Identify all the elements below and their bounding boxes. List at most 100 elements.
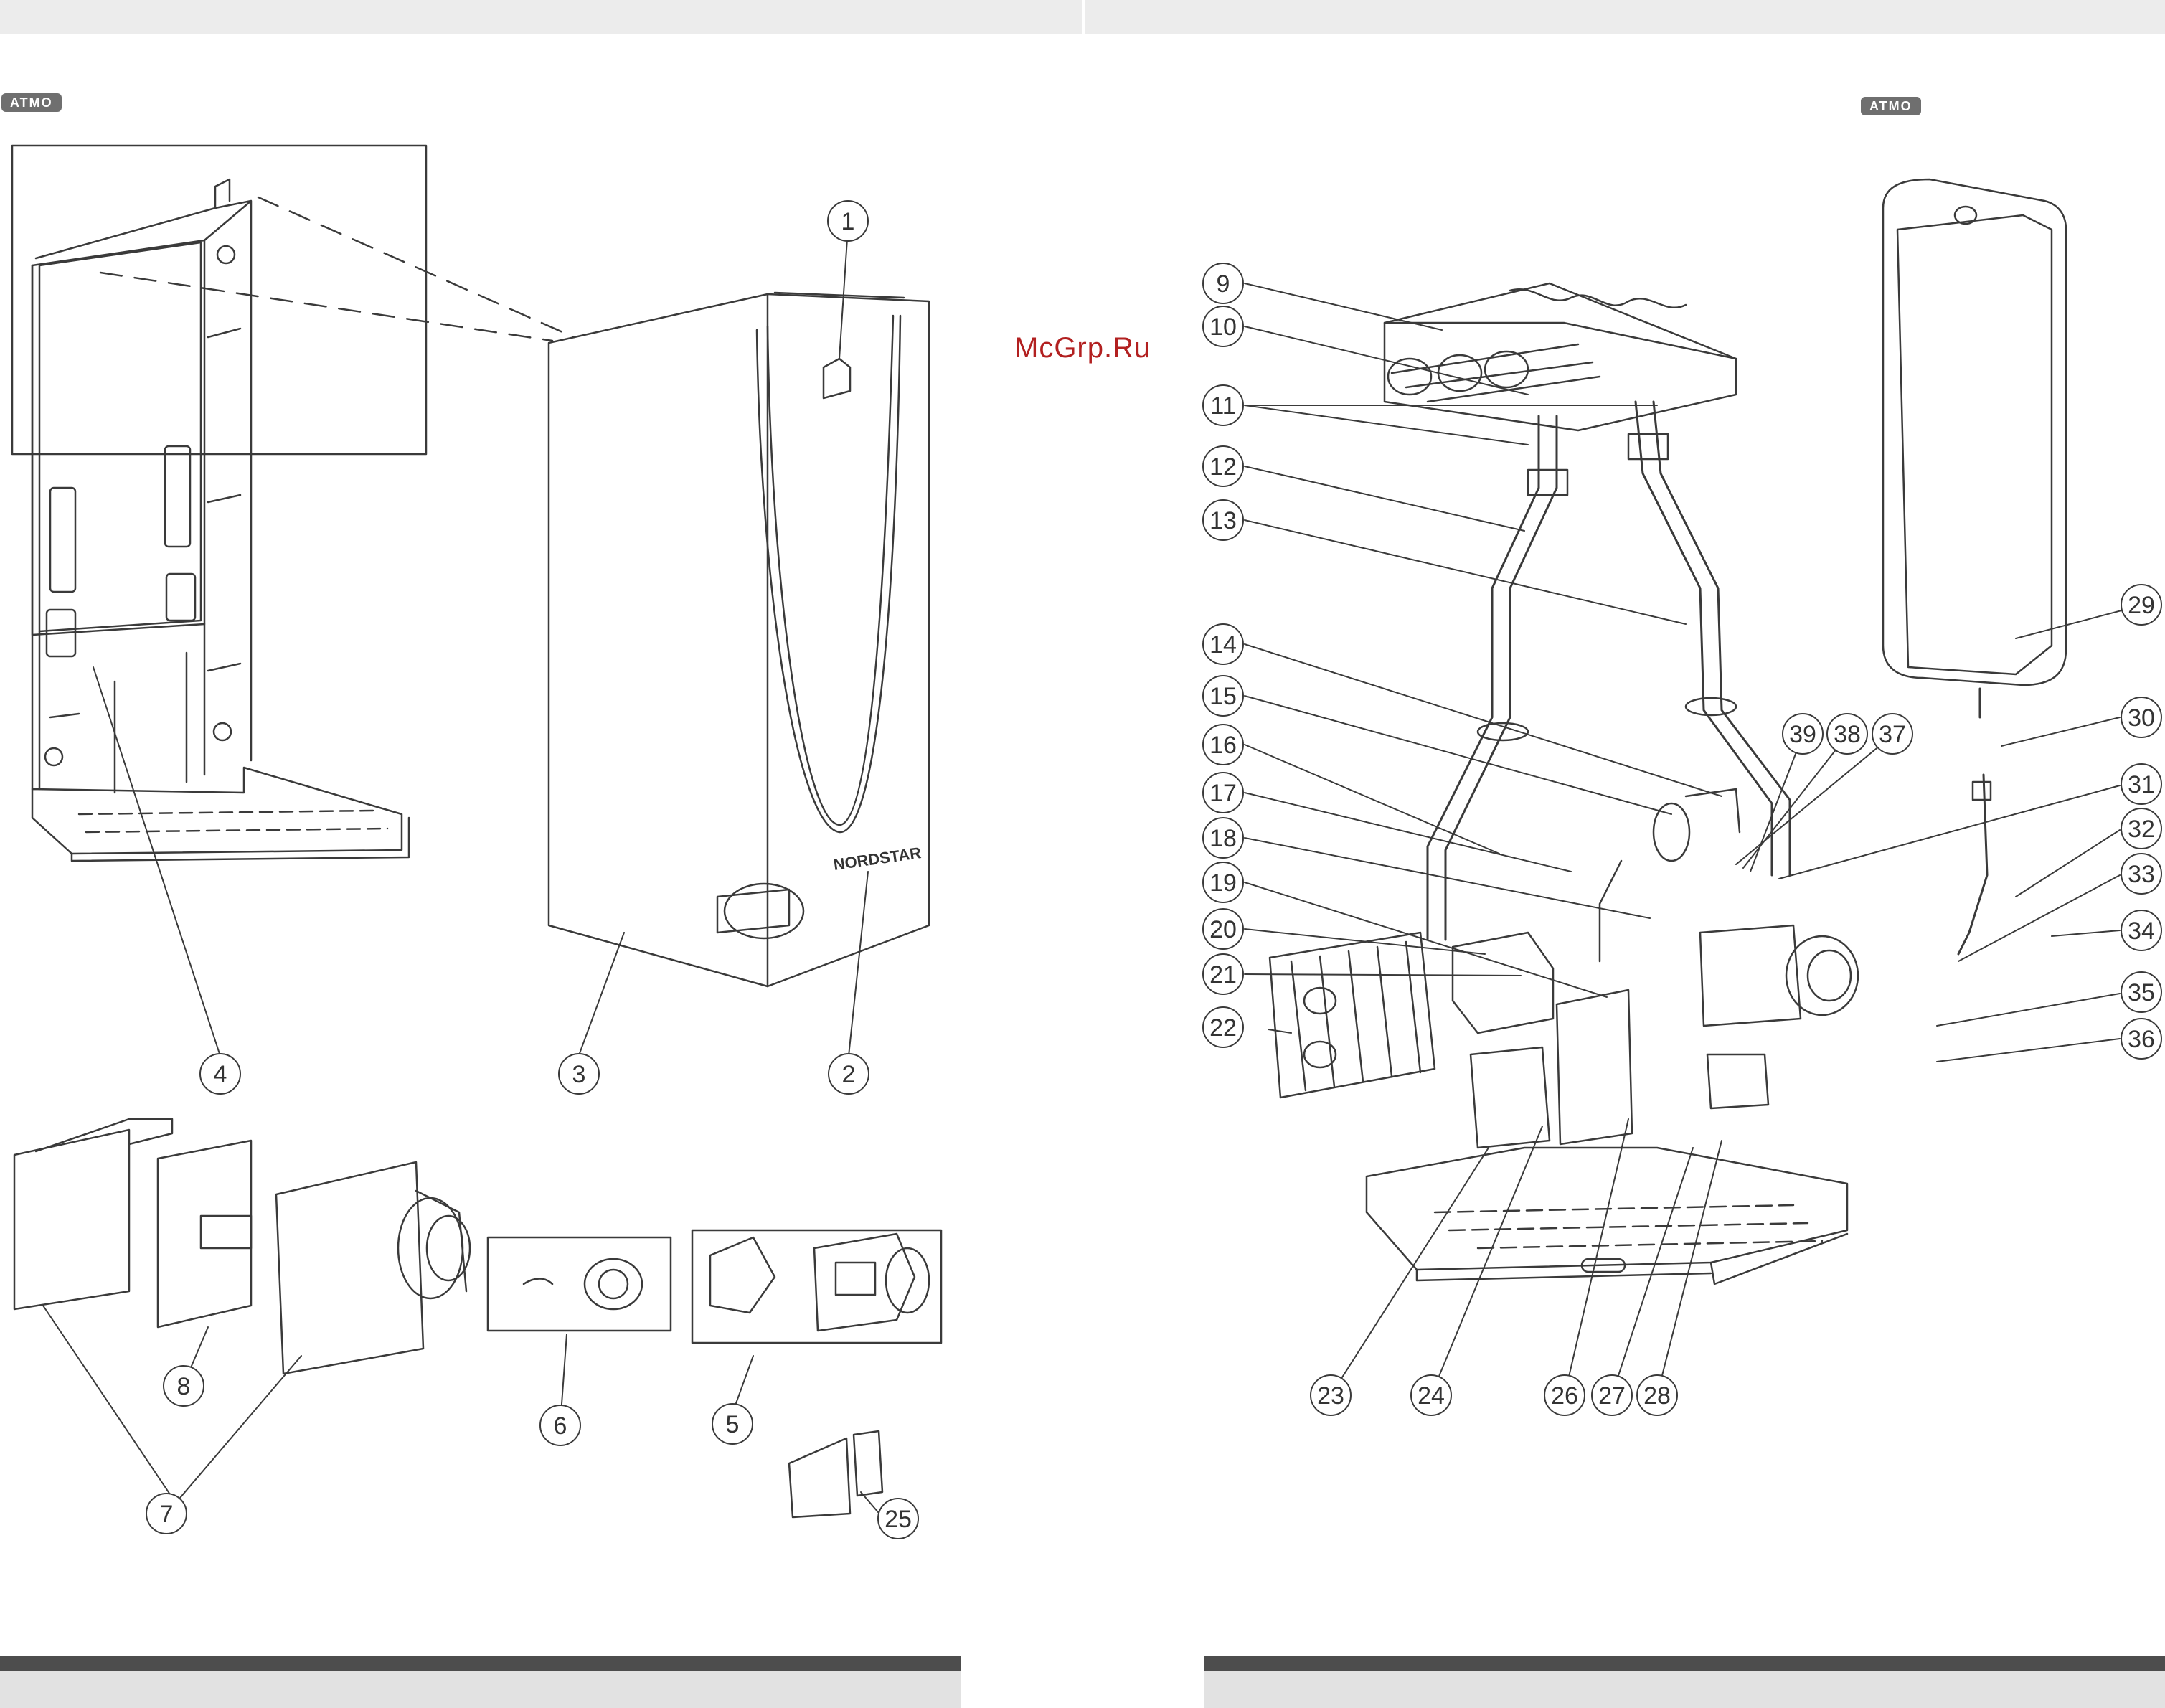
callout-8: 8 [164, 1366, 204, 1406]
svg-text:30: 30 [2128, 704, 2155, 732]
callout-10: 10 [1203, 306, 1243, 346]
svg-text:29: 29 [2128, 592, 2155, 619]
svg-text:22: 22 [1209, 1014, 1237, 1042]
callout-12: 12 [1203, 446, 1243, 486]
svg-text:13: 13 [1209, 507, 1237, 534]
pipes [1428, 402, 1790, 940]
display-module-25 [789, 1431, 882, 1517]
callout-22: 22 [1203, 1007, 1243, 1047]
svg-text:20: 20 [1209, 916, 1237, 943]
callout-19: 19 [1203, 862, 1243, 902]
svg-text:37: 37 [1879, 721, 1906, 748]
callout-28: 28 [1637, 1375, 1677, 1415]
callout-33: 33 [2121, 854, 2161, 894]
panel-box-6 [488, 1237, 671, 1331]
svg-text:5: 5 [726, 1411, 740, 1438]
callout-30: 30 [2121, 697, 2161, 737]
svg-text:15: 15 [1209, 683, 1237, 710]
svg-text:38: 38 [1834, 721, 1861, 748]
callout-2: 2 [829, 1054, 869, 1094]
callout-32: 32 [2121, 808, 2161, 849]
callout-37: 37 [1872, 714, 1912, 754]
callout-1: 1 [828, 201, 868, 241]
callout-26: 26 [1544, 1375, 1585, 1415]
svg-text:8: 8 [177, 1373, 191, 1400]
logo-window [717, 890, 789, 933]
callout-23: 23 [1311, 1375, 1351, 1415]
svg-text:4: 4 [214, 1061, 227, 1088]
callout-25: 25 [878, 1499, 918, 1539]
callout-21: 21 [1203, 954, 1243, 994]
callout-16: 16 [1203, 725, 1243, 765]
callout-34: 34 [2121, 910, 2161, 950]
display-box-5 [692, 1230, 941, 1343]
svg-text:36: 36 [2128, 1026, 2155, 1053]
svg-text:28: 28 [1643, 1382, 1671, 1410]
svg-text:18: 18 [1209, 825, 1237, 852]
svg-text:12: 12 [1209, 453, 1237, 481]
callout-38: 38 [1827, 714, 1867, 754]
callout-5: 5 [712, 1404, 753, 1444]
rear-frame [12, 146, 574, 861]
svg-text:16: 16 [1209, 732, 1237, 759]
callout-29: 29 [2121, 585, 2161, 625]
callout-31: 31 [2121, 764, 2161, 804]
callout-6: 6 [540, 1405, 580, 1445]
casing-curve [757, 316, 900, 832]
control-housing [14, 1119, 470, 1374]
svg-text:25: 25 [885, 1506, 912, 1533]
footer-bar-right-dark [1204, 1656, 2165, 1671]
svg-text:35: 35 [2128, 979, 2155, 1006]
plate-heat-exchanger [1270, 933, 1435, 1098]
svg-text:10: 10 [1209, 313, 1237, 341]
callout-39: 39 [1783, 714, 1823, 754]
callout-18: 18 [1203, 818, 1243, 858]
svg-text:21: 21 [1209, 961, 1237, 989]
rear-frame-box [12, 146, 426, 454]
callout-20: 20 [1203, 909, 1243, 949]
callout-36: 36 [2121, 1019, 2161, 1059]
callout-7: 7 [146, 1494, 187, 1534]
callout-markers: 1 2 3 4 5 6 7 8 9 10 11 12 13 14 15 16 1… [146, 201, 2161, 1539]
callout-3: 3 [559, 1054, 599, 1094]
footer-bar-right-light [1204, 1671, 2165, 1708]
svg-text:31: 31 [2128, 771, 2155, 798]
svg-text:24: 24 [1418, 1382, 1445, 1410]
callout-13: 13 [1203, 500, 1243, 540]
svg-text:1: 1 [841, 208, 855, 235]
footer-bar-left-dark [0, 1656, 961, 1671]
callout-15: 15 [1203, 676, 1243, 716]
leader-lines [43, 228, 2138, 1517]
svg-text:14: 14 [1209, 631, 1237, 659]
svg-text:6: 6 [554, 1412, 567, 1440]
hydraulic-group [1453, 789, 1858, 1148]
callout-14: 14 [1203, 624, 1243, 664]
front-casing [549, 293, 929, 986]
expansion-vessel [1883, 179, 2066, 954]
svg-text:34: 34 [2128, 917, 2155, 945]
callout-4: 4 [200, 1054, 240, 1094]
svg-text:9: 9 [1217, 270, 1230, 298]
svg-text:26: 26 [1551, 1382, 1578, 1410]
svg-text:7: 7 [160, 1501, 174, 1528]
svg-text:39: 39 [1789, 721, 1816, 748]
back-plate [32, 240, 204, 635]
brand-plate: NORDSTAR [832, 844, 922, 874]
svg-text:19: 19 [1209, 869, 1237, 897]
heat-exchanger [1385, 283, 1736, 430]
svg-text:33: 33 [2128, 861, 2155, 888]
svg-text:3: 3 [572, 1061, 586, 1088]
svg-text:11: 11 [1210, 392, 1235, 420]
callout-11: 11 [1203, 385, 1243, 425]
svg-text:23: 23 [1317, 1382, 1344, 1410]
svg-text:27: 27 [1598, 1382, 1626, 1410]
callout-24: 24 [1411, 1375, 1451, 1415]
svg-text:2: 2 [842, 1061, 856, 1088]
svg-text:32: 32 [2128, 816, 2155, 843]
callout-9: 9 [1203, 263, 1243, 303]
bottom-tray-right [1367, 1148, 1847, 1284]
callout-27: 27 [1592, 1375, 1632, 1415]
callout-35: 35 [2121, 972, 2161, 1012]
svg-text:17: 17 [1209, 780, 1237, 807]
